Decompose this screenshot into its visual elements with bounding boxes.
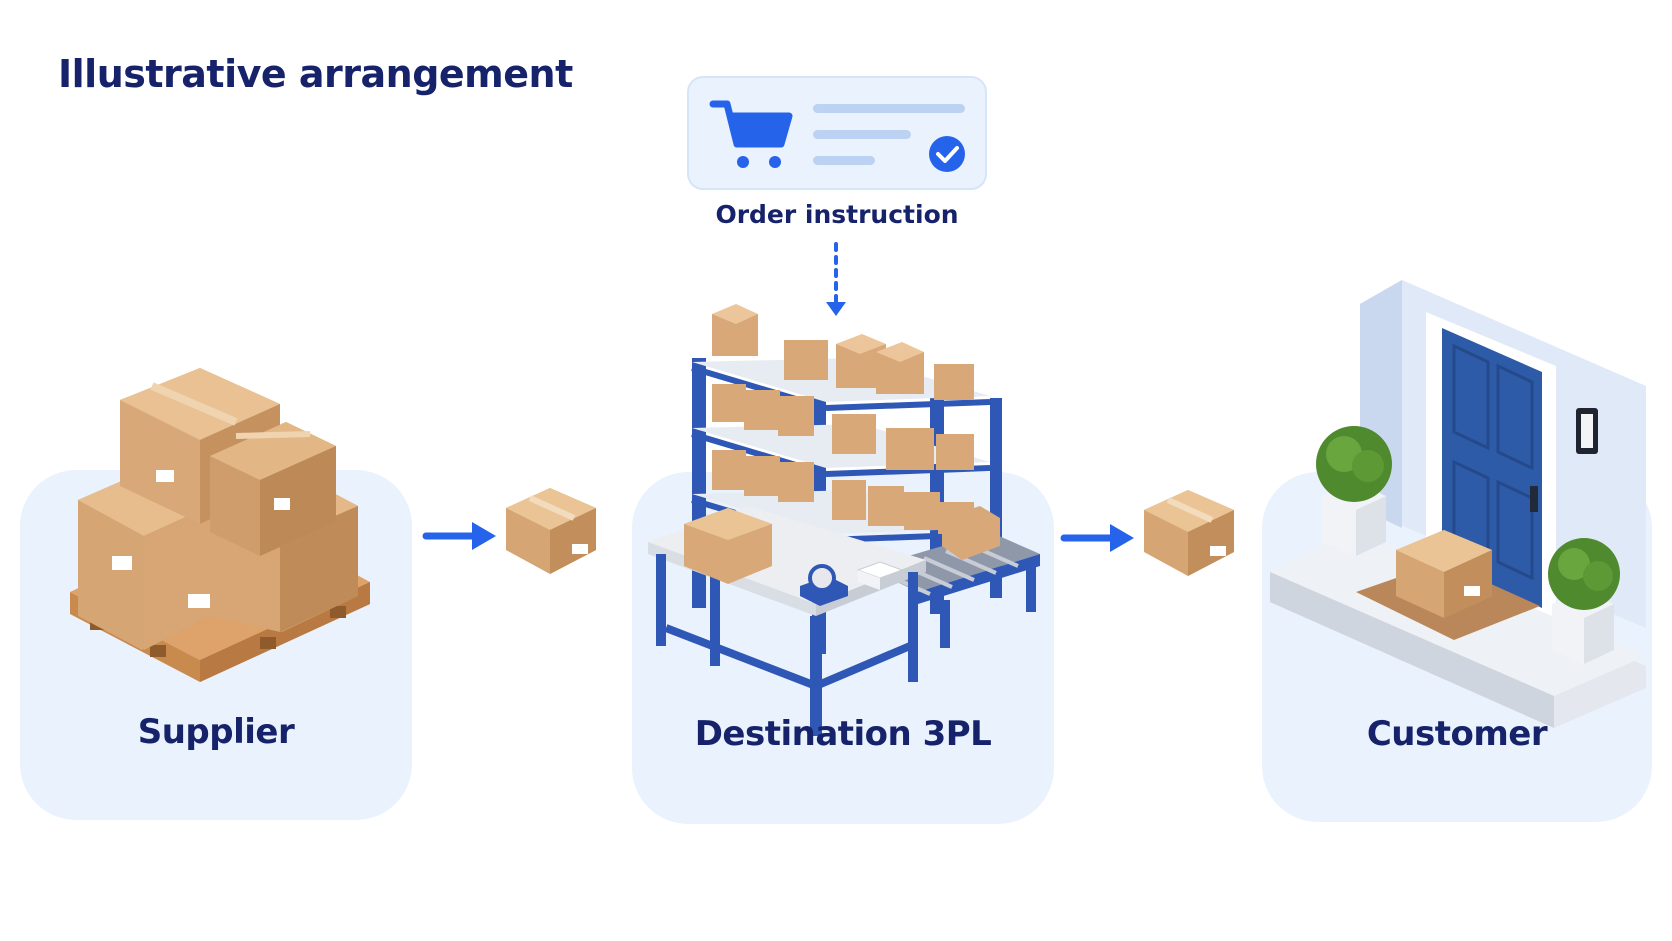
order-line-2 [813,130,911,139]
order-line-3 [813,156,875,165]
flow-arrow-1 [422,522,496,550]
order-instruction-label: Order instruction [715,200,959,229]
customer-label: Customer [1366,714,1548,754]
order-card-graphic [709,100,965,172]
order-instruction-card [687,76,987,190]
destination-3pl-label: Destination 3PL [694,714,992,754]
parcel-in-transit-2 [1144,490,1234,576]
pallet-of-boxes-illustration [70,368,370,682]
shopping-cart-icon [709,100,793,168]
check-circle-icon [929,136,965,172]
front-door-illustration [1270,280,1646,728]
parcel-in-transit-1 [506,488,596,574]
flow-arrow-2 [1060,524,1134,552]
order-instruction-arrow [826,242,846,316]
order-line-1 [813,104,965,113]
warehouse-illustration [648,304,1040,736]
page-title: Illustrative arrangement [58,52,573,96]
supplier-label: Supplier [137,712,295,752]
